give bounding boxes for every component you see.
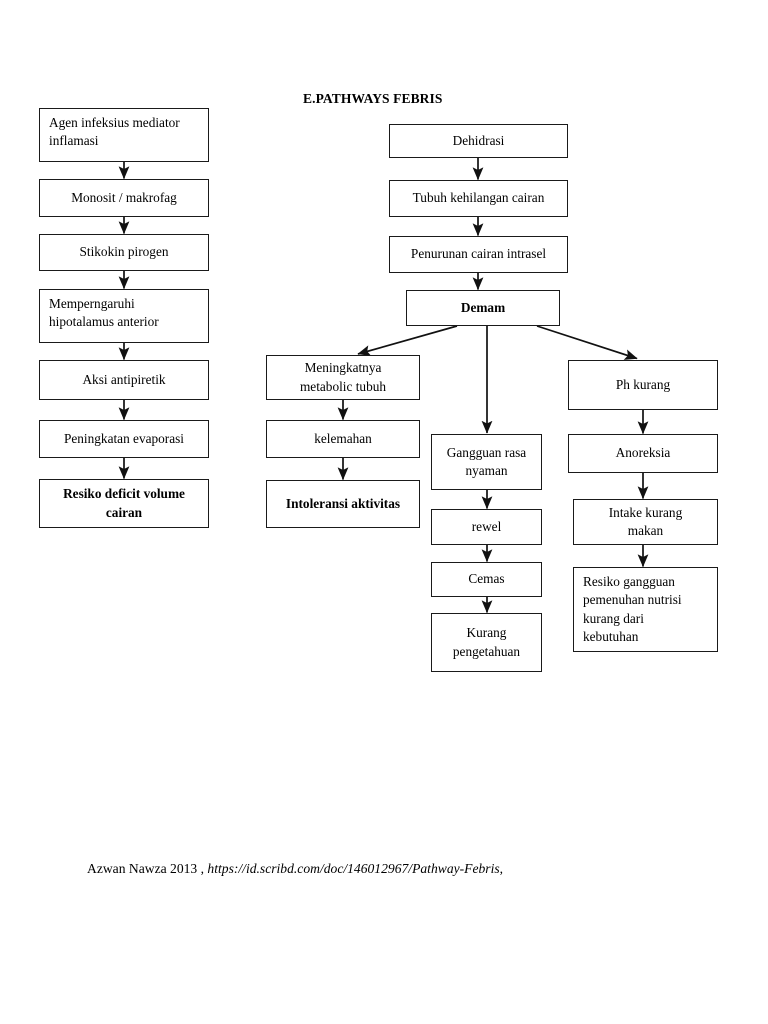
node-penurunan-cairan-intrasel: Penurunan cairan intrasel: [389, 236, 568, 273]
node-cemas: Cemas: [431, 562, 542, 597]
node-label: kelemahan: [314, 430, 372, 446]
node-label: Demam: [460, 299, 506, 315]
citation: Azwan Nawza 2013 , https://id.scribd.com…: [87, 861, 503, 877]
node-kelemahan: kelemahan: [266, 420, 420, 458]
node-rewel: rewel: [431, 509, 542, 545]
node-label: Monosit / makrofag: [71, 189, 177, 205]
node-label: Memperngaruhi hipotalamus anterior: [49, 296, 159, 330]
node-label: Intoleransi aktivitas: [285, 495, 401, 511]
node-aksi-antipiretik: Aksi antipiretik: [39, 360, 209, 400]
node-label: Peningkatan evaporasi: [63, 430, 184, 446]
page-title: E.PATHWAYS FEBRIS: [303, 91, 443, 106]
node-label: Agen infeksius mediator inflamasi: [49, 115, 180, 149]
node-label: Aksi antipiretik: [82, 371, 166, 387]
node-ph-kurang: Ph kurang: [568, 360, 718, 410]
node-peningkatan-evaporasi: Peningkatan evaporasi: [39, 420, 209, 458]
node-resiko-deficit-volume-cairan: Resiko deficit volume cairan: [39, 479, 209, 528]
node-label: Meningkatnya metabolic tubuh: [299, 360, 387, 394]
node-label: Kurang pengetahuan: [452, 625, 521, 659]
node-anoreksia: Anoreksia: [568, 434, 718, 473]
node-label: Cemas: [468, 571, 505, 587]
node-gangguan-rasa-nyaman: Gangguan rasa nyaman: [431, 434, 542, 490]
node-meningkatnya-metabolic-tubuh: Meningkatnya metabolic tubuh: [266, 355, 420, 400]
citation-author-year: Azwan Nawza 2013 ,: [87, 861, 205, 876]
node-label: rewel: [471, 518, 502, 534]
node-label: Dehidrasi: [452, 132, 505, 148]
node-memperngaruhi-hipotalamus: Memperngaruhi hipotalamus anterior: [39, 289, 209, 343]
node-label: Gangguan rasa nyaman: [446, 444, 527, 478]
node-label: Penurunan cairan intrasel: [410, 246, 547, 262]
node-label: Intake kurang makan: [608, 504, 683, 538]
node-intake-kurang-makan: Intake kurang makan: [573, 499, 718, 545]
node-resiko-gangguan-nutrisi: Resiko gangguan pemenuhan nutrisi kurang…: [573, 567, 718, 652]
edge-demam-phkurang: [536, 325, 638, 360]
node-label: Tubuh kehilangan cairan: [412, 190, 545, 206]
node-label: Anoreksia: [615, 445, 671, 461]
citation-url: https://id.scribd.com/doc/146012967/Path…: [207, 861, 500, 876]
edge-demam-meningkatnya: [357, 325, 458, 356]
node-label: Resiko gangguan pemenuhan nutrisi kurang…: [583, 574, 682, 645]
node-dehidrasi: Dehidrasi: [389, 124, 568, 158]
node-intoleransi-aktivitas: Intoleransi aktivitas: [266, 480, 420, 528]
node-stikokin-pirogen: Stikokin pirogen: [39, 234, 209, 271]
node-monosit-makrofag: Monosit / makrofag: [39, 179, 209, 217]
node-label: Stikokin pirogen: [79, 244, 169, 260]
node-agen-infeksius: Agen infeksius mediator inflamasi: [39, 108, 209, 162]
node-label: Ph kurang: [615, 376, 671, 392]
citation-trailing: ,: [499, 861, 504, 876]
node-demam: Demam: [406, 290, 560, 326]
node-kurang-pengetahuan: Kurang pengetahuan: [431, 613, 542, 672]
node-tubuh-kehilangan-cairan: Tubuh kehilangan cairan: [389, 180, 568, 217]
node-label: Resiko deficit volume cairan: [63, 486, 185, 520]
